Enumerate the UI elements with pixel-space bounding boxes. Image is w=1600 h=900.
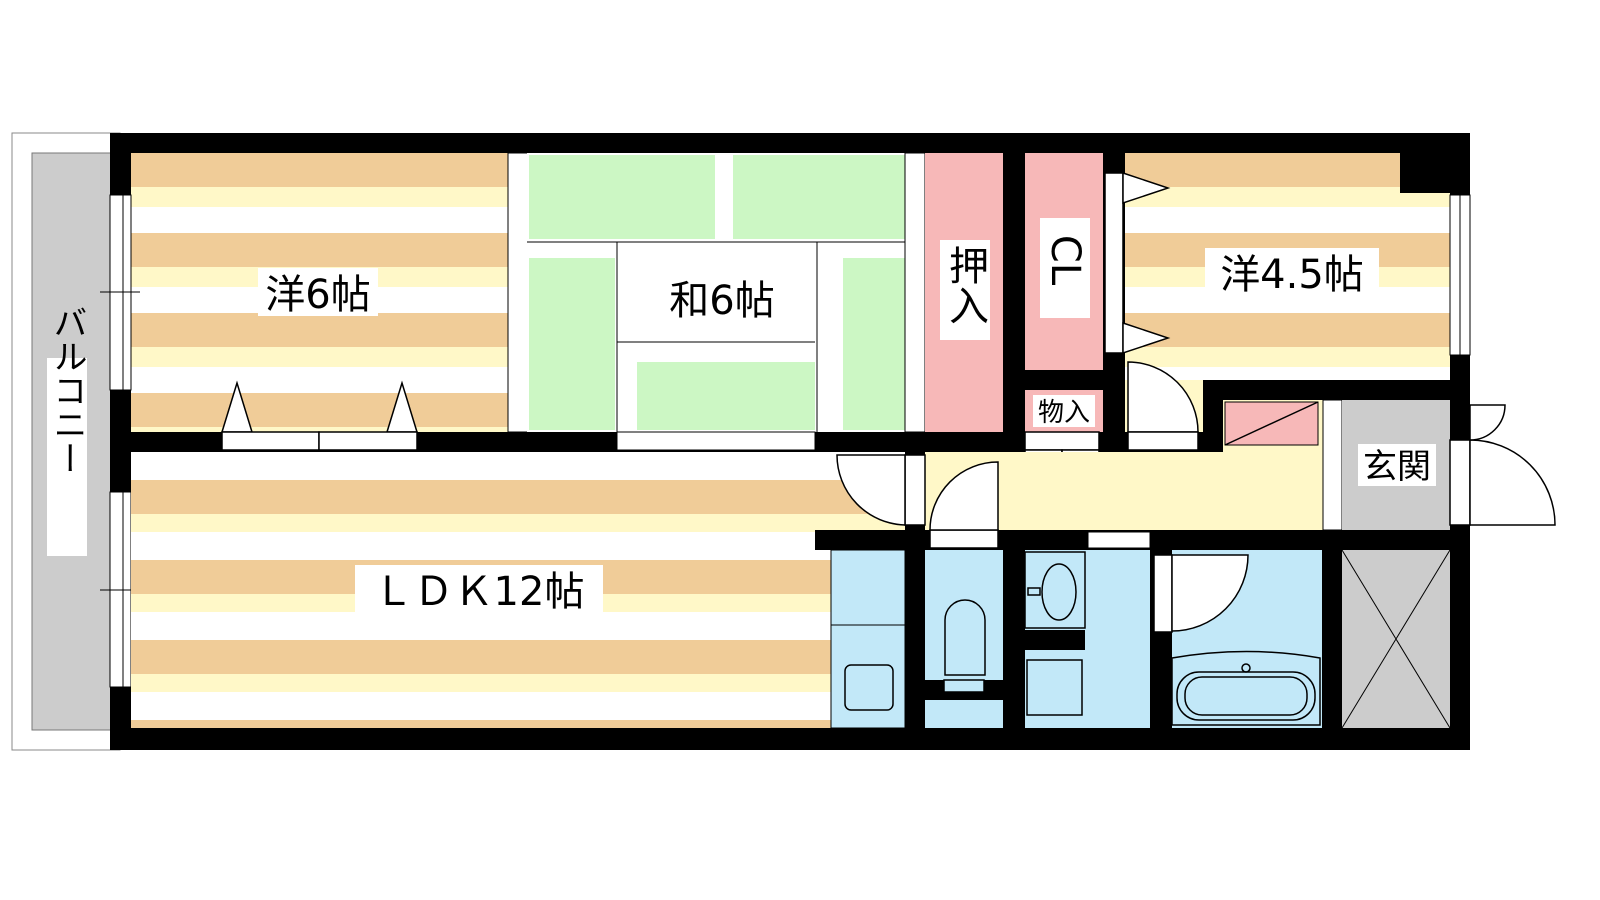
room-label-storage: 物入 xyxy=(1038,398,1090,428)
sliding-door-japanese[interactable] xyxy=(616,431,816,451)
room-label-entrance: 玄関 xyxy=(1363,447,1431,487)
cabinet-icon xyxy=(1026,659,1083,716)
toilet-icon xyxy=(943,599,986,693)
window-balcony[interactable] xyxy=(100,194,140,688)
washing-machine-icon xyxy=(844,664,894,711)
closet-door-western-6[interactable] xyxy=(220,380,419,451)
room-label-western-4-5: 洋4.5帖 xyxy=(1220,252,1364,298)
balcony-label: バルコニー xyxy=(47,305,87,475)
balcony: バルコニー xyxy=(11,132,121,751)
room-label-closet: CL xyxy=(1042,235,1088,286)
closet-door-cl[interactable] xyxy=(1104,171,1171,355)
door-bathroom[interactable] xyxy=(1153,554,1249,633)
door-toilet[interactable] xyxy=(929,461,999,549)
window-western-4-5[interactable] xyxy=(1449,194,1471,356)
door-ldk[interactable] xyxy=(836,454,926,526)
opening-washroom xyxy=(1087,531,1151,549)
svg-text:バルコニー: バルコニー xyxy=(47,305,87,475)
room-label-japanese-6: 和6帖 xyxy=(669,278,774,324)
bathtub-icon xyxy=(1171,650,1321,726)
room-label-ldk: ＬＤＫ12帖 xyxy=(374,569,585,615)
front-door[interactable] xyxy=(1449,404,1556,526)
sink-icon xyxy=(1024,551,1086,629)
room-label-oshiire: 押入 xyxy=(942,245,988,325)
door-western-4-5[interactable] xyxy=(1125,361,1203,451)
room-washer-area xyxy=(830,549,906,729)
room-label-western-6: 洋6帖 xyxy=(265,272,370,318)
